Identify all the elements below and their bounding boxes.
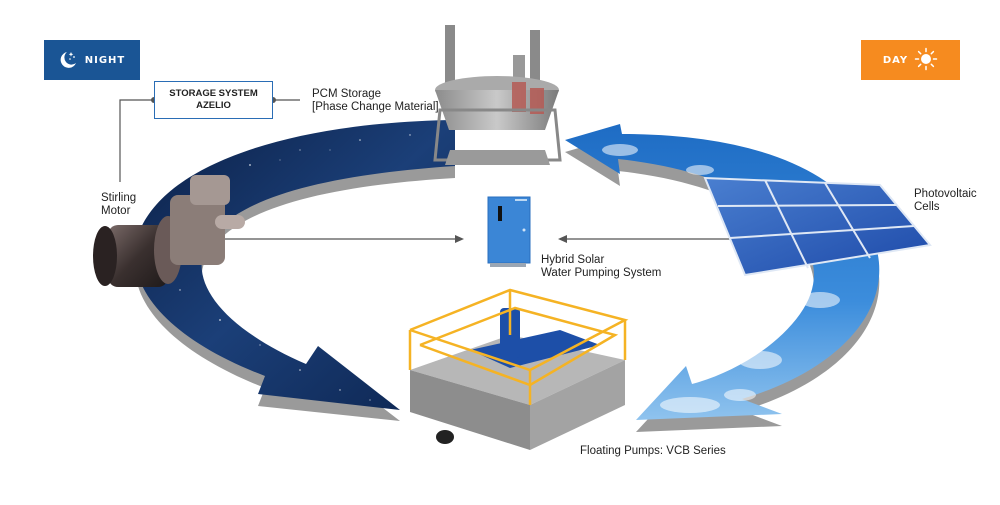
photovoltaic-label: Photovoltaic Cells	[914, 188, 977, 214]
day-badge: DAY	[861, 40, 960, 80]
night-badge: NIGHT	[44, 40, 140, 80]
pcm-storage-tank-image	[433, 25, 562, 165]
floating-pumps-line1: Floating Pumps: VCB Series	[580, 445, 726, 457]
arrowhead-left-icon	[558, 235, 567, 243]
moon-stars-icon	[59, 50, 79, 71]
pcm-storage-line2: [Phase Change Material]	[312, 101, 439, 113]
pcm-storage-label: PCM Storage [Phase Change Material]	[312, 88, 439, 114]
floating-pumps-label: Floating Pumps: VCB Series	[580, 445, 726, 458]
storage-system-box: STORAGE SYSTEM AZELIO	[154, 81, 273, 119]
photovoltaic-line1: Photovoltaic	[914, 188, 977, 200]
pcm-storage-line1: PCM Storage	[312, 88, 382, 100]
hybrid-system-label: Hybrid Solar Water Pumping System	[541, 254, 661, 280]
arrowhead-right-icon	[455, 235, 464, 243]
storage-system-title: STORAGE SYSTEM	[169, 88, 258, 99]
connectors	[119, 99, 745, 240]
controller-cabinet-image	[487, 196, 531, 267]
hybrid-system-line1: Hybrid Solar	[541, 254, 605, 266]
stirling-motor-label: Stirling Motor	[101, 192, 136, 218]
stirling-motor-line2: Motor	[101, 205, 131, 217]
day-clouds	[602, 144, 840, 413]
night-label: NIGHT	[84, 54, 126, 66]
day-label: DAY	[882, 54, 909, 66]
floating-pump-platform-image	[408, 288, 629, 450]
hybrid-system-line2: Water Pumping System	[541, 267, 662, 279]
storage-system-brand: AZELIO	[196, 100, 231, 111]
photovoltaic-line2: Cells	[914, 201, 940, 213]
stirling-motor-image	[93, 175, 245, 287]
solar-panel-image	[703, 176, 932, 277]
storage-to-stirling-line	[119, 99, 154, 182]
sun-icon	[914, 47, 938, 74]
stirling-motor-line1: Stirling	[101, 192, 137, 204]
